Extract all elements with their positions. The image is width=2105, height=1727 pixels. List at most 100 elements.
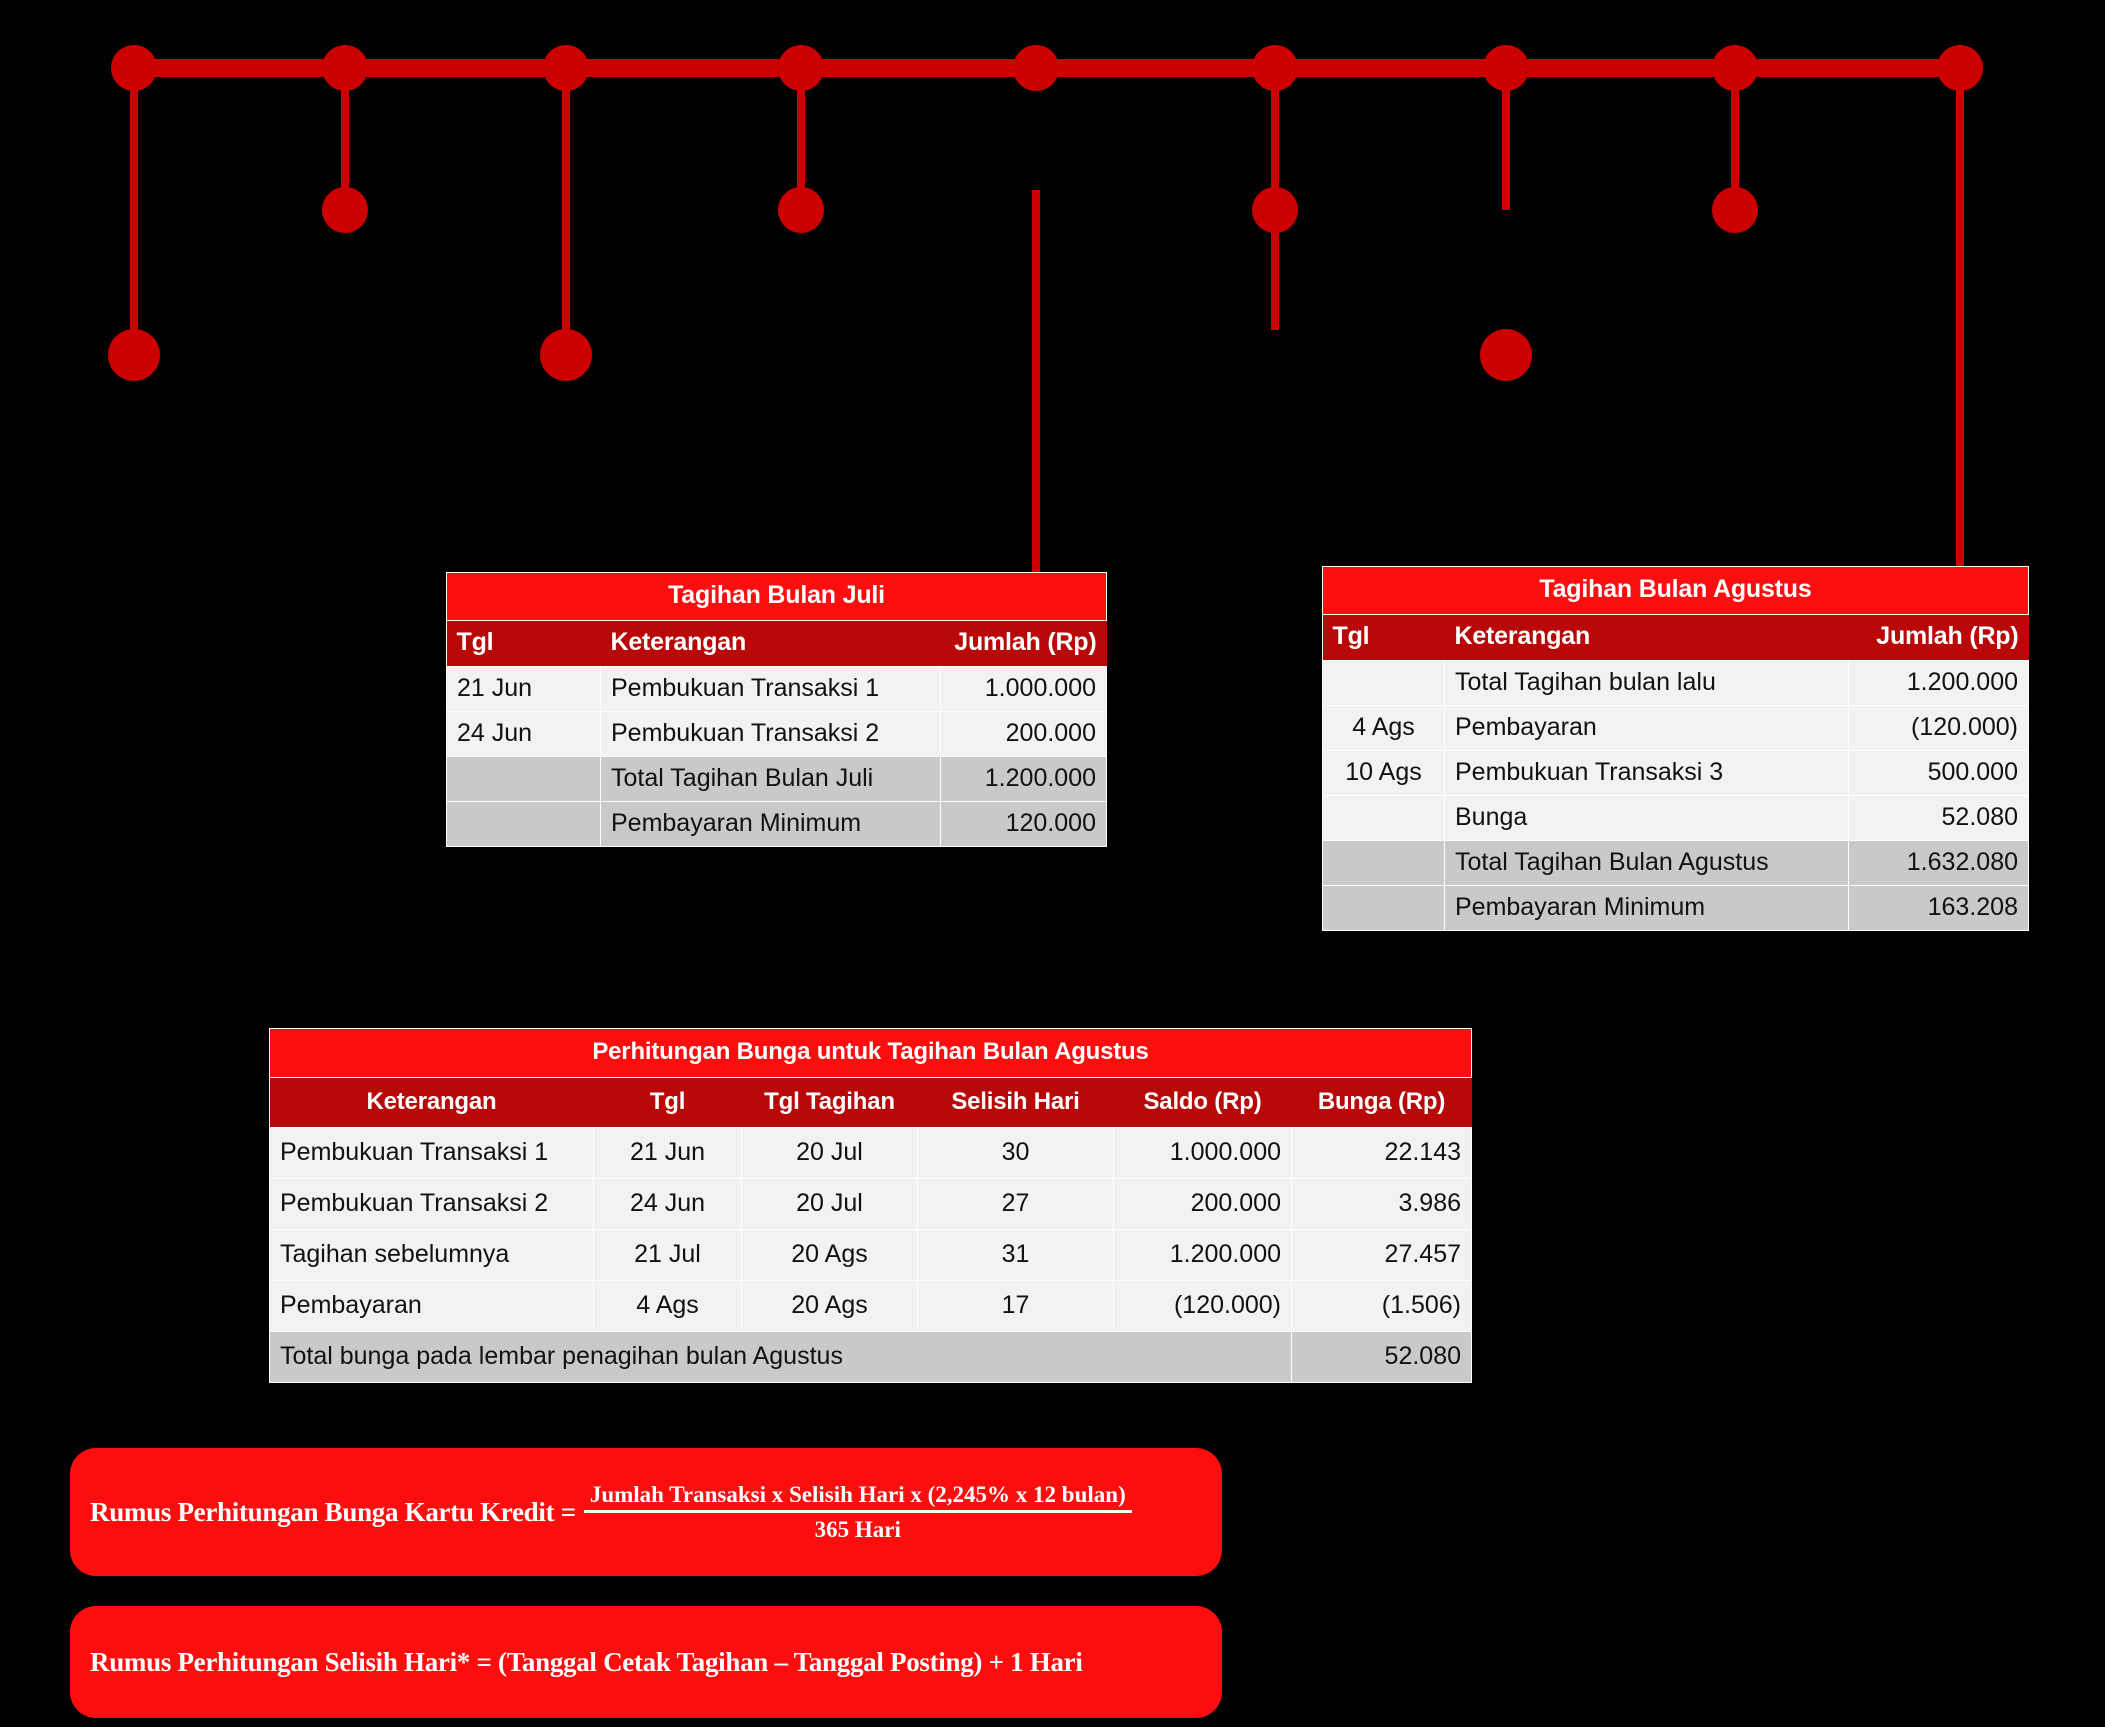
table-agustus-title: Tagihan Bulan Agustus xyxy=(1322,566,2029,615)
table-row: Pembukuan Transaksi 2 24 Jun 20 Jul 27 2… xyxy=(269,1178,1473,1230)
cell-tgl: 21 Jun xyxy=(593,1127,742,1179)
cell-keterangan: Total Tagihan Bulan Juli xyxy=(600,756,941,802)
cell-keterangan: Pembayaran Minimum xyxy=(1444,885,1849,931)
timeline-node-1 xyxy=(111,45,157,91)
formula-bunga-numerator: Jumlah Transaksi x Selisih Hari x (2,245… xyxy=(583,1482,1132,1513)
table-row: Bunga 52.080 xyxy=(1322,795,2029,841)
col-header-bunga: Bunga (Rp) xyxy=(1291,1077,1472,1128)
cell-tgl: 4 Ags xyxy=(593,1280,742,1332)
timeline-node-6 xyxy=(1252,45,1298,91)
cell-tgl: 10 Ags xyxy=(1322,750,1445,796)
timeline-endnode-6 xyxy=(1252,187,1298,233)
table-row: Pembayaran Minimum 120.000 xyxy=(446,801,1107,847)
cell-keterangan: Pembayaran Minimum xyxy=(600,801,941,847)
cell-jumlah: 1.632.080 xyxy=(1848,840,2029,886)
cell-saldo: (120.000) xyxy=(1113,1280,1292,1332)
cell-bunga: 3.986 xyxy=(1290,1178,1473,1230)
formula-bunga-denominator: 365 Hari xyxy=(814,1516,901,1542)
cell-keterangan: Tagihan sebelumnya xyxy=(269,1229,594,1281)
cell-keterangan: Pembukuan Transaksi 1 xyxy=(269,1127,594,1179)
cell-total-label: Total bunga pada lembar penagihan bulan … xyxy=(269,1331,1292,1383)
cell-keterangan: Pembayaran xyxy=(1444,705,1849,751)
cell-tgl xyxy=(446,756,601,802)
cell-saldo: 1.000.000 xyxy=(1113,1127,1292,1179)
table-row: 24 Jun Pembukuan Transaksi 2 200.000 xyxy=(446,711,1107,757)
formula-selisih-hari: Rumus Perhitungan Selisih Hari* = (Tangg… xyxy=(70,1606,1222,1718)
col-header-keterangan: Keterangan xyxy=(269,1077,594,1128)
cell-bunga: 27.457 xyxy=(1290,1229,1473,1281)
table-row: 21 Jun Pembukuan Transaksi 1 1.000.000 xyxy=(446,666,1107,712)
formula-bunga-label: Rumus Perhitungan Bunga Kartu Kredit = xyxy=(90,1496,576,1527)
table-perhitungan-bunga: Perhitungan Bunga untuk Tagihan Bulan Ag… xyxy=(268,1028,1473,1383)
timeline-endnode-1 xyxy=(108,329,160,381)
timeline-node-3 xyxy=(543,45,589,91)
cell-tgl-tagihan: 20 Jul xyxy=(741,1127,918,1179)
cell-jumlah: 1.200.000 xyxy=(940,756,1107,802)
cell-keterangan: Pembukuan Transaksi 3 xyxy=(1444,750,1849,796)
table-bunga-title-row: Perhitungan Bunga untuk Tagihan Bulan Ag… xyxy=(268,1028,1473,1078)
col-header-keterangan: Keterangan xyxy=(600,620,941,667)
cell-tgl: 24 Jun xyxy=(446,711,601,757)
formula-bunga-kartu-kredit: Rumus Perhitungan Bunga Kartu Kredit = J… xyxy=(70,1448,1222,1576)
table-bunga-title: Perhitungan Bunga untuk Tagihan Bulan Ag… xyxy=(268,1028,1473,1078)
cell-tgl xyxy=(1322,885,1445,931)
timeline-node-2 xyxy=(322,45,368,91)
table-row: Total Tagihan Bulan Agustus 1.632.080 xyxy=(1322,840,2029,886)
timeline-node-9 xyxy=(1937,45,1983,91)
cell-bunga: (1.506) xyxy=(1290,1280,1473,1332)
formula-selisih-text: Rumus Perhitungan Selisih Hari* = (Tangg… xyxy=(90,1646,1083,1677)
cell-jumlah: 163.208 xyxy=(1848,885,2029,931)
cell-saldo: 1.200.000 xyxy=(1113,1229,1292,1281)
cell-tgl xyxy=(1322,795,1445,841)
col-header-tgl: Tgl xyxy=(1322,614,1445,661)
table-row: Pembayaran Minimum 163.208 xyxy=(1322,885,2029,931)
cell-bunga: 22.143 xyxy=(1290,1127,1473,1179)
timeline-endnode-8 xyxy=(1712,187,1758,233)
col-header-keterangan: Keterangan xyxy=(1444,614,1849,661)
table-juli-title-row: Tagihan Bulan Juli xyxy=(446,572,1107,621)
timeline-endnode-7 xyxy=(1480,329,1532,381)
col-header-tgl: Tgl xyxy=(593,1077,742,1128)
cell-saldo: 200.000 xyxy=(1113,1178,1292,1230)
cell-tgl-tagihan: 20 Ags xyxy=(741,1280,918,1332)
cell-tgl xyxy=(1322,660,1445,706)
timeline-node-4 xyxy=(778,45,824,91)
table-row: Total Tagihan bulan lalu 1.200.000 xyxy=(1322,660,2029,706)
timeline-endnode-3 xyxy=(540,329,592,381)
cell-keterangan: Pembukuan Transaksi 2 xyxy=(600,711,941,757)
cell-selisih-hari: 17 xyxy=(917,1280,1114,1332)
col-header-jumlah: Jumlah (Rp) xyxy=(1848,614,2029,661)
timeline-node-8 xyxy=(1712,45,1758,91)
cell-keterangan: Pembayaran xyxy=(269,1280,594,1332)
cell-tgl-tagihan: 20 Jul xyxy=(741,1178,918,1230)
table-bunga-header-row: Keterangan Tgl Tgl Tagihan Selisih Hari … xyxy=(269,1077,1472,1128)
table-juli-title: Tagihan Bulan Juli xyxy=(446,572,1107,621)
table-juli-header-row: Tgl Keterangan Jumlah (Rp) xyxy=(446,620,1107,667)
table-row: 4 Ags Pembayaran (120.000) xyxy=(1322,705,2029,751)
col-header-jumlah: Jumlah (Rp) xyxy=(940,620,1107,667)
table-tagihan-agustus: Tagihan Bulan Agustus Tgl Keterangan Jum… xyxy=(1322,566,2029,931)
cell-tgl: 21 Jul xyxy=(593,1229,742,1281)
cell-tgl: 21 Jun xyxy=(446,666,601,712)
table-agustus-header-row: Tgl Keterangan Jumlah (Rp) xyxy=(1322,614,2029,661)
col-header-tgl: Tgl xyxy=(446,620,601,667)
cell-selisih-hari: 31 xyxy=(917,1229,1114,1281)
cell-jumlah: 200.000 xyxy=(940,711,1107,757)
table-tagihan-juli: Tagihan Bulan Juli Tgl Keterangan Jumlah… xyxy=(446,572,1107,847)
timeline-graphic xyxy=(108,45,1983,574)
col-header-selisih-hari: Selisih Hari xyxy=(917,1077,1114,1128)
cell-tgl: 24 Jun xyxy=(593,1178,742,1230)
cell-keterangan: Pembukuan Transaksi 2 xyxy=(269,1178,594,1230)
table-row: Total Tagihan Bulan Juli 1.200.000 xyxy=(446,756,1107,802)
formula-bunga-fraction: Jumlah Transaksi x Selisih Hari x (2,245… xyxy=(583,1482,1132,1543)
col-header-tgl-tagihan: Tgl Tagihan xyxy=(741,1077,918,1128)
table-row: Tagihan sebelumnya 21 Jul 20 Ags 31 1.20… xyxy=(269,1229,1473,1281)
timeline-endnode-4 xyxy=(778,187,824,233)
cell-keterangan: Pembukuan Transaksi 1 xyxy=(600,666,941,712)
table-row: 10 Ags Pembukuan Transaksi 3 500.000 xyxy=(1322,750,2029,796)
cell-keterangan: Total Tagihan bulan lalu xyxy=(1444,660,1849,706)
table-agustus-title-row: Tagihan Bulan Agustus xyxy=(1322,566,2029,615)
cell-jumlah: 500.000 xyxy=(1848,750,2029,796)
cell-jumlah: (120.000) xyxy=(1848,705,2029,751)
